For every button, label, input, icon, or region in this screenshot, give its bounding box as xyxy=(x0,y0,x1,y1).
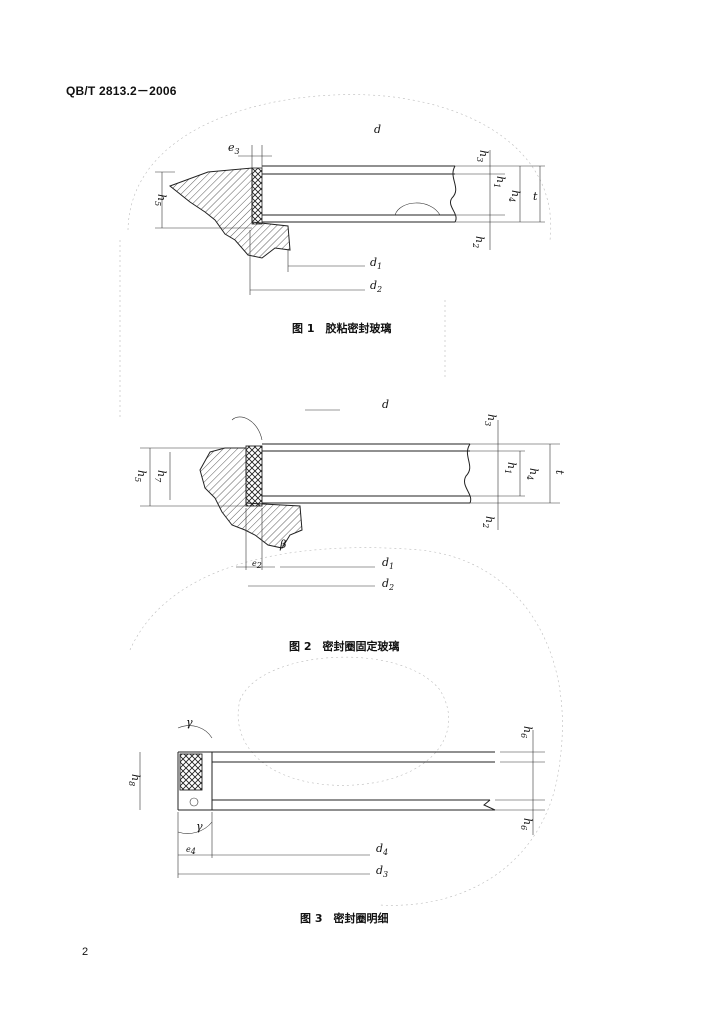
seal-cavity xyxy=(189,797,199,807)
dim-label-d2: d2 xyxy=(382,577,394,592)
figure-2-caption: 图 2 密封圈固定玻璃 xyxy=(289,640,400,653)
frame-section xyxy=(168,167,291,259)
dim-label-h3: h3 xyxy=(475,150,490,162)
glass-pane xyxy=(262,443,472,504)
page-number: 2 xyxy=(82,946,89,958)
dim-label-h6-bottom: h6 xyxy=(519,818,534,830)
dim-label-d3: d3 xyxy=(376,864,388,879)
adhesive-bead xyxy=(251,167,263,225)
dim-label-d: d xyxy=(382,398,389,411)
figure-3-drawing: γ γ h6 h8 h6 e4 d4 d3 xyxy=(127,716,545,879)
dim-label-h8: h8 xyxy=(127,774,142,786)
figure-3-dimensions xyxy=(139,725,545,878)
dim-label-h2: h2 xyxy=(471,236,486,248)
figure-2-dimensions xyxy=(140,409,560,587)
dim-label-h7: h7 xyxy=(153,470,168,483)
dim-label-h1: h1 xyxy=(492,176,507,188)
dim-label-h3: h3 xyxy=(483,414,498,426)
sealing-ring xyxy=(245,445,263,507)
figure-2-drawing: d h3 h1 h4 t h5 h7 h2 β e2 d1 d2 xyxy=(133,398,566,592)
dim-label-h1: h1 xyxy=(503,462,518,474)
dim-label-e2: e2 xyxy=(252,559,262,570)
dim-label-e4: e4 xyxy=(186,845,196,856)
dim-label-h4: h4 xyxy=(507,190,522,202)
dim-label-h2: h2 xyxy=(481,516,496,528)
dim-label-d4: d4 xyxy=(376,842,388,857)
figure-1-drawing: d e3 h3 h1 h4 t h5 h2 d1 d2 xyxy=(153,123,545,295)
figure-1-caption: 图 1 胶粘密封玻璃 xyxy=(292,322,392,335)
dim-label-d: d xyxy=(374,123,381,136)
figure-1-dimensions xyxy=(155,145,545,295)
dim-label-beta: β xyxy=(279,538,286,551)
dim-label-t: t xyxy=(553,470,566,475)
dim-label-h6-top: h6 xyxy=(519,726,534,738)
dim-label-d2: d2 xyxy=(370,279,382,294)
dim-label-d1: d1 xyxy=(370,256,382,271)
glass-pane xyxy=(262,165,457,223)
dim-label-h5: h5 xyxy=(153,194,168,206)
dim-label-gamma-top: γ xyxy=(186,716,193,729)
seal-profile xyxy=(177,751,496,811)
standard-code-header: QB/T 2813.2－2006 xyxy=(66,84,177,98)
dim-label-gamma-bottom: γ xyxy=(196,820,203,833)
dim-label-h5: h5 xyxy=(133,470,148,482)
figure-3-caption: 图 3 密封圈明细 xyxy=(300,912,389,925)
dim-label-e3: e3 xyxy=(228,141,240,156)
dim-label-t: t xyxy=(533,190,538,203)
dim-label-d1: d1 xyxy=(382,556,394,571)
seal-core-section xyxy=(179,753,203,791)
dim-label-h4: h4 xyxy=(525,468,540,480)
